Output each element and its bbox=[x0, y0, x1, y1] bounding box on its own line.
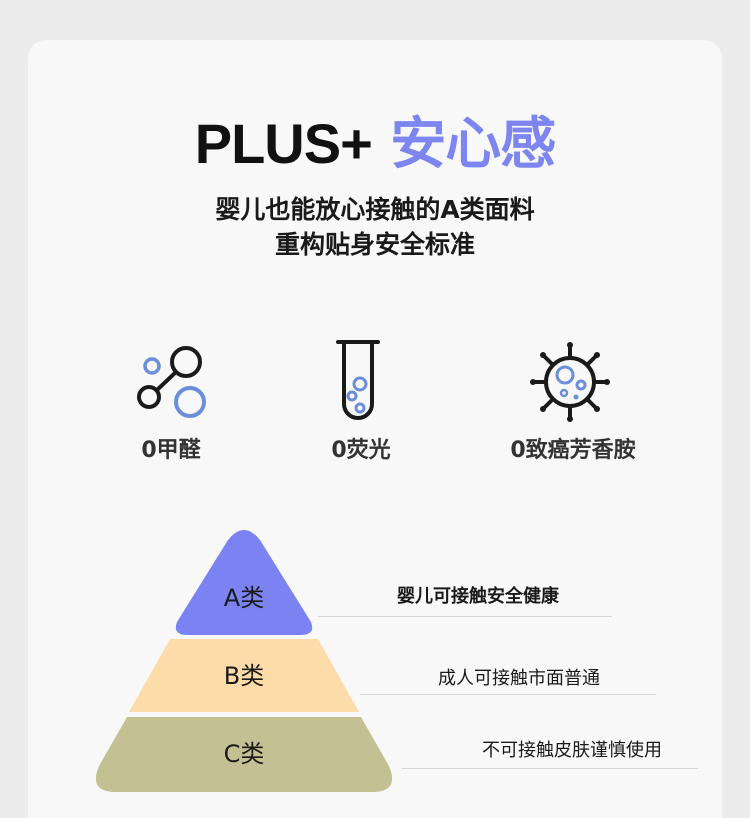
feature-label-fluorescent: 0荧光 bbox=[331, 438, 391, 463]
test-tube-icon bbox=[336, 340, 380, 420]
page-title: PLUS+ 安心感 bbox=[0, 108, 750, 181]
subtitle-line-2: 重构贴身安全标准 bbox=[274, 230, 475, 259]
pyramid-tier-b bbox=[129, 639, 359, 712]
feature-label-carcinogenic-amines: 0致癌芳香胺 bbox=[510, 438, 636, 463]
feature-label-formaldehyde: 0甲醛 bbox=[141, 438, 201, 463]
tier-description-a: 婴儿可接触安全健康 bbox=[397, 586, 559, 607]
bacteria-icon bbox=[530, 342, 610, 422]
tier-description-c: 不可接触皮肤谨慎使用 bbox=[482, 740, 662, 761]
title-accent: 安心感 bbox=[390, 112, 556, 177]
pyramid-tier-a bbox=[175, 530, 313, 635]
tier-label-c: C类 bbox=[223, 740, 265, 768]
pyramid-tier-c bbox=[95, 717, 393, 792]
molecule-icon bbox=[137, 346, 206, 418]
tier-label-a: A类 bbox=[223, 584, 265, 612]
subtitle-line-1: 婴儿也能放心接触的A类面料 bbox=[215, 195, 535, 224]
tier-description-b: 成人可接触市面普通 bbox=[438, 668, 600, 689]
divider-a bbox=[318, 616, 612, 617]
divider-c bbox=[402, 768, 698, 769]
title-plus: PLUS+ bbox=[194, 112, 373, 175]
divider-b bbox=[360, 694, 656, 695]
tier-label-b: B类 bbox=[223, 662, 265, 690]
